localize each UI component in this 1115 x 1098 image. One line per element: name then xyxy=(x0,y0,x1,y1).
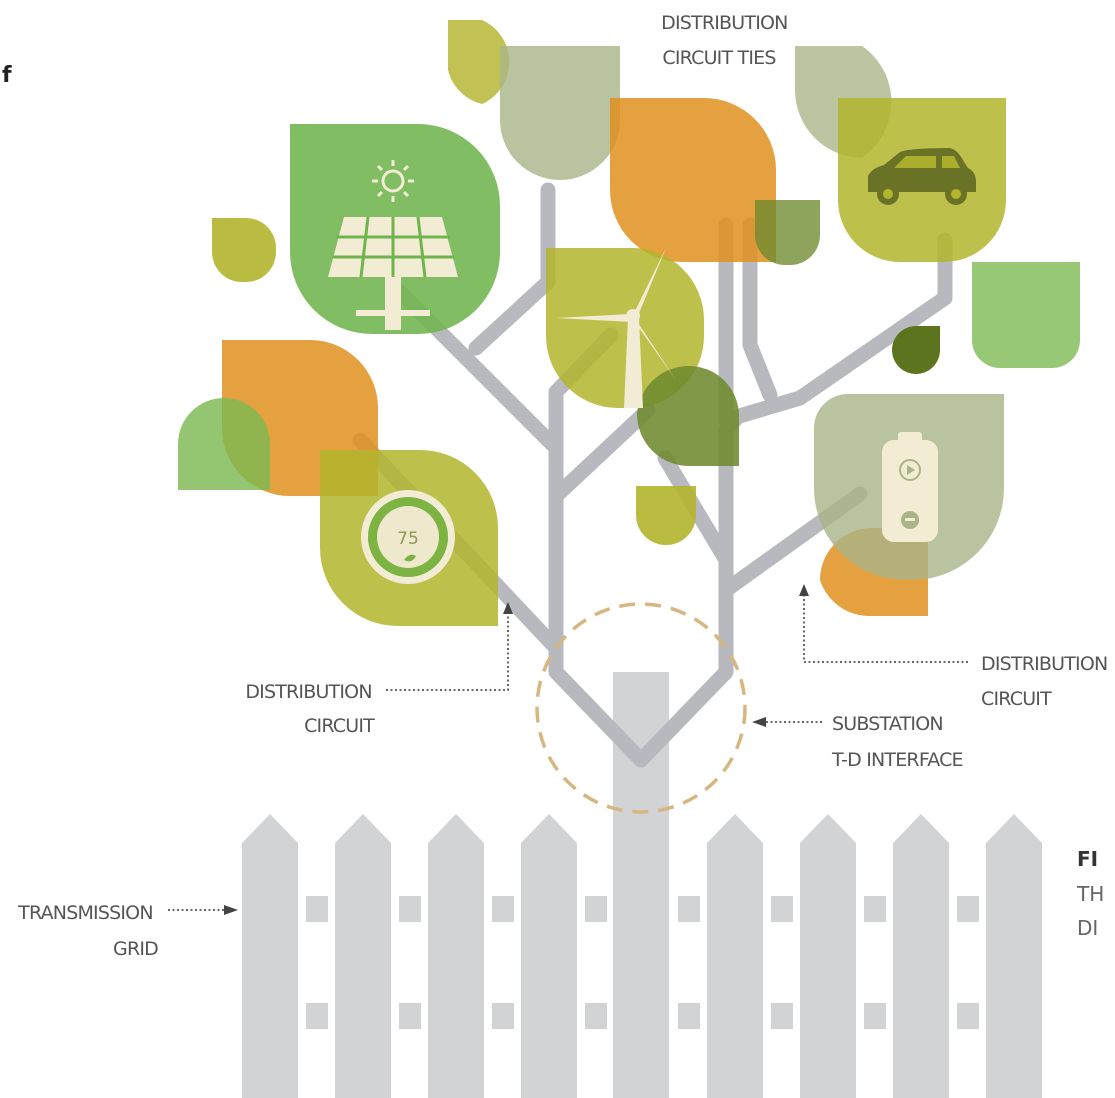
leaf xyxy=(500,46,620,180)
caption-line-2: TH xyxy=(1076,882,1104,906)
caption-line-3: DI xyxy=(1077,916,1098,940)
leaf xyxy=(637,365,739,466)
thermostat-icon xyxy=(361,490,455,584)
leaf xyxy=(448,20,510,104)
fence-picket xyxy=(893,814,949,1098)
caption-line-1: FI xyxy=(1077,847,1098,871)
leaf xyxy=(636,486,696,545)
branch-upper-right xyxy=(718,232,953,428)
label-distribution-circuit-right: DISTRIBUTION CIRCUIT xyxy=(981,653,1113,710)
battery-icon xyxy=(882,432,938,542)
fence-rails xyxy=(306,896,979,1029)
solar-panel-icon xyxy=(328,216,458,330)
label-transmission-grid: TRANSMISSION GRID xyxy=(17,902,158,960)
figure-caption-fragment: FI TH DI xyxy=(1076,847,1104,940)
leaf xyxy=(610,98,776,262)
fence-picket xyxy=(707,814,763,1098)
label-distribution-circuit-left: DISTRIBUTION CIRCUIT xyxy=(245,681,377,737)
branch-inner xyxy=(548,402,656,504)
leaf xyxy=(755,200,820,265)
corner-mark: f xyxy=(2,63,12,88)
wind-leaf xyxy=(546,248,704,408)
fence-picket xyxy=(335,814,391,1098)
fence xyxy=(242,814,1042,1098)
label-distribution-circuit-ties: DISTRIBUTION CIRCUIT TIES xyxy=(661,12,793,69)
wind-turbine-icon xyxy=(556,248,676,408)
thermostat-reading: 75 xyxy=(397,529,419,549)
fence-picket xyxy=(521,814,577,1098)
leader-lines xyxy=(168,584,968,915)
leaf xyxy=(972,262,1080,368)
fence-picket xyxy=(242,814,298,1098)
sun-icon xyxy=(372,160,414,202)
leaf xyxy=(178,398,270,490)
branch-right-inner xyxy=(742,217,778,403)
branch-main-left xyxy=(392,284,649,768)
fence-picket xyxy=(986,814,1042,1098)
leaf xyxy=(212,218,276,282)
leaf xyxy=(892,326,940,374)
fence-picket xyxy=(800,814,856,1098)
label-substation: SUBSTATION T-D INTERFACE xyxy=(831,713,963,771)
electric-car-icon xyxy=(868,148,976,205)
front-leaves xyxy=(178,98,1080,626)
substation-ring xyxy=(535,602,747,814)
fence-picket xyxy=(428,814,484,1098)
back-leaves xyxy=(212,20,892,282)
